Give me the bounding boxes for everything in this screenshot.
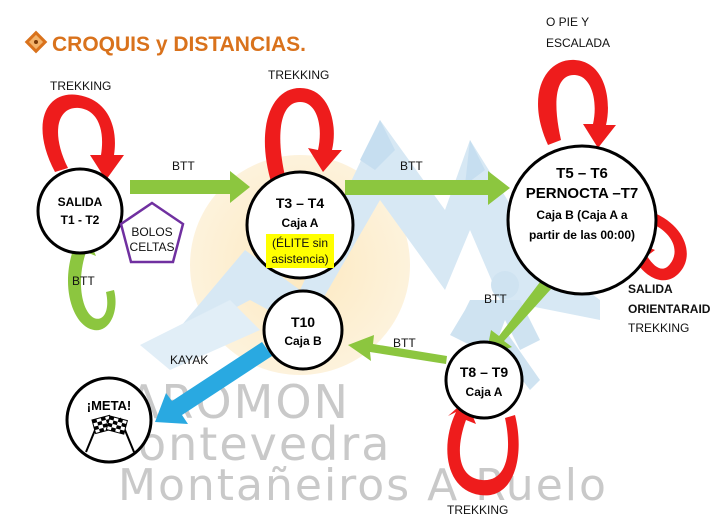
label-btt-down: BTT	[484, 292, 507, 306]
node-meta: ¡META!	[65, 376, 153, 464]
trekking-loop-t3	[264, 88, 342, 185]
node-t5-line3: Caja B (Caja A a	[536, 208, 627, 222]
label-pie-escalada-1: O PIE Y	[546, 15, 589, 29]
page-title: CROQUIS y DISTANCIAS.	[52, 33, 306, 56]
label-salida-orientaraid-2: ORIENTARAID	[628, 302, 711, 316]
node-t5-line1: T5 – T6	[556, 165, 608, 182]
edge-labels: TREKKING TREKKING O PIE Y ESCALADA BTT B…	[50, 15, 711, 517]
node-t3-elite1: (ÉLITE sin	[272, 235, 328, 250]
label-trekking-t7: TREKKING	[628, 321, 689, 335]
node-meta-line1: ¡META!	[87, 398, 132, 413]
btt-loop-salida	[64, 232, 116, 331]
node-t8-line1: T8 – T9	[460, 364, 508, 380]
node-salida: SALIDA T1 - T2	[36, 167, 124, 255]
bolos-celtas-pentagon: BOLOS CELTAS	[119, 201, 185, 264]
node-t10-line1: T10	[291, 314, 315, 330]
btt-arrows	[64, 171, 551, 364]
trekking-loop-salida	[42, 94, 124, 180]
bolos-line2: CELTAS	[130, 240, 175, 254]
label-btt-2: BTT	[400, 159, 423, 173]
node-t5-line2: PERNOCTA –T7	[526, 185, 639, 202]
checkered-flags-icon	[85, 414, 135, 453]
node-t8-t9: T8 – T9 Caja A	[444, 340, 524, 420]
label-pie-escalada-2: ESCALADA	[546, 36, 610, 50]
btt-arrow-salida-t3	[130, 171, 250, 203]
node-t10: T10 Caja B	[262, 289, 344, 371]
bolos-line1: BOLOS	[131, 225, 172, 239]
label-btt-1: BTT	[172, 159, 195, 173]
btt-arrow-t3-t5	[345, 171, 510, 205]
trekking-loops	[42, 59, 687, 496]
btt-arrow-t5-t8	[486, 282, 551, 356]
node-t5-line4: partir de las 00:00)	[529, 228, 635, 242]
node-t3-line2: Caja A	[282, 216, 319, 230]
node-t3-t4: T3 – T4 Caja A (ÉLITE sin asistencia)	[245, 170, 355, 280]
label-trekking-salida: TREKKING	[50, 79, 111, 93]
node-t5-t7: T5 – T6 PERNOCTA –T7 Caja B (Caja A a pa…	[506, 144, 658, 296]
title-group: CROQUIS y DISTANCIAS.	[24, 30, 306, 56]
kayak-arrow	[155, 342, 272, 424]
orange-diamond-logo-icon	[24, 30, 48, 54]
node-salida-line1: SALIDA	[58, 195, 103, 209]
btt-arrow-t8-t10	[348, 335, 447, 364]
label-kayak: KAYAK	[170, 353, 208, 367]
elite-highlight	[266, 234, 334, 268]
label-btt-loop: BTT	[72, 274, 95, 288]
trekking-loop-t8	[447, 400, 519, 496]
watermark-line2: ontevedra	[138, 417, 391, 471]
node-salida-line2: T1 - T2	[61, 213, 100, 227]
node-t3-elite2: asistencia)	[271, 252, 328, 266]
watermark-line3: Montañeiros A Ruelo	[118, 460, 608, 511]
label-salida-orientaraid-1: SALIDA	[628, 282, 673, 296]
node-t10-line2: Caja B	[284, 334, 322, 348]
node-t3-line1: T3 – T4	[276, 195, 324, 211]
label-trekking-t8: TREKKING	[447, 503, 508, 517]
label-trekking-t3: TREKKING	[268, 68, 329, 82]
label-btt-left: BTT	[393, 336, 416, 350]
node-t8-line2: Caja A	[466, 385, 503, 399]
trekking-loop-t5	[538, 59, 616, 148]
